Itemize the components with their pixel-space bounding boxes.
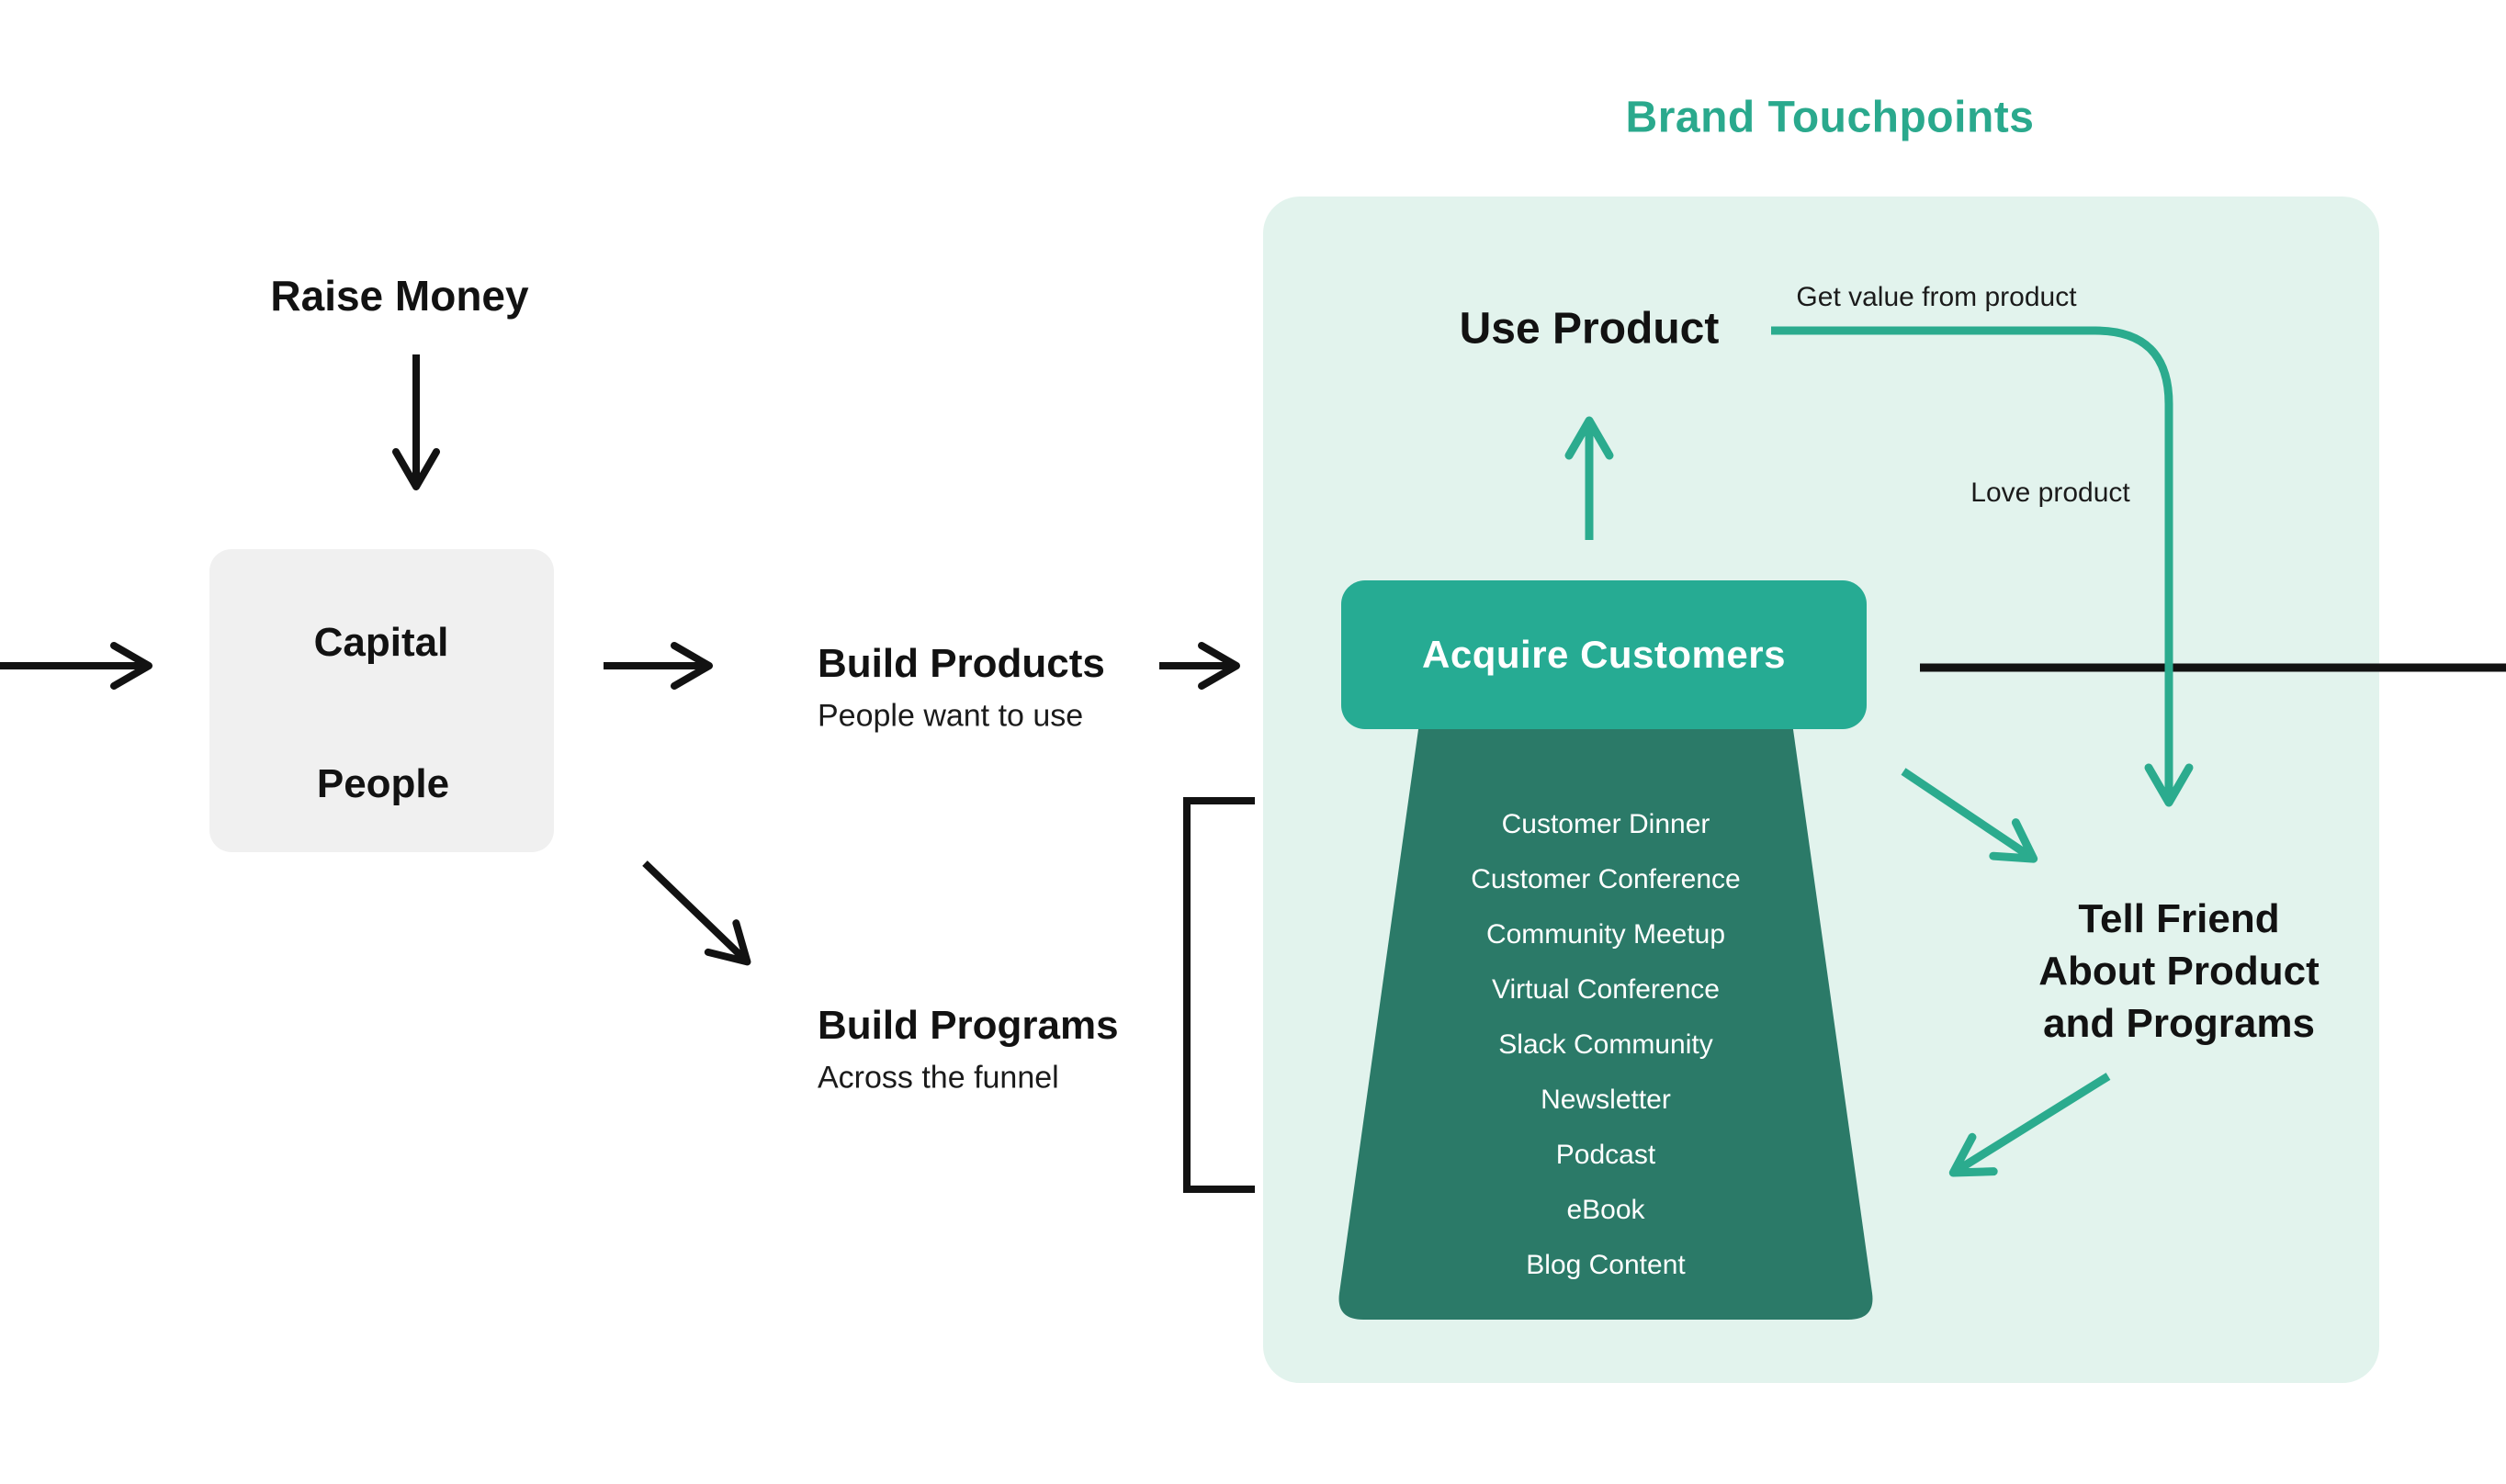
funnel-item: Virtual Conference — [1492, 974, 1720, 1005]
build-programs-title: Build Programs — [818, 1003, 1119, 1048]
get-value-label: Get value from product — [1796, 282, 2077, 312]
acquire-customers-label: Acquire Customers — [1422, 633, 1786, 676]
funnel-item: Podcast — [1555, 1140, 1656, 1170]
arrow-capital-to-build-programs — [642, 860, 751, 966]
arrow-tell-friend-to-funnel — [1948, 1073, 2111, 1177]
funnel-item: Customer Dinner — [1501, 809, 1710, 839]
funnel-item: Blog Content — [1526, 1250, 1686, 1280]
arrow-acquire-to-tell-friend — [1901, 768, 2038, 863]
capital-label: Capital — [313, 620, 449, 665]
tell-friend-block: Tell Friend About Product and Programs — [1949, 893, 2409, 1050]
funnel-item: Newsletter — [1541, 1085, 1671, 1115]
funnel-shape — [1338, 716, 1873, 1320]
tell-friend-line-2: About Product — [2038, 949, 2320, 994]
funnel-item: Slack Community — [1498, 1029, 1713, 1060]
raise-money-label: Raise Money — [270, 272, 529, 320]
acquire-customers-node: Acquire Customers — [1341, 580, 1867, 729]
love-product-label: Love product — [1970, 478, 2130, 508]
arrow-get-value-love-product — [1771, 326, 2194, 807]
tell-friend-line-1: Tell Friend — [2078, 896, 2280, 941]
funnel-item: Customer Conference — [1471, 864, 1741, 894]
brand-touchpoints-title: Brand Touchpoints — [1625, 93, 2035, 142]
tell-friend-line-3: and Programs — [2043, 1001, 2315, 1046]
funnel-item: Community Meetup — [1485, 919, 1726, 950]
build-products-subtitle: People want to use — [818, 698, 1084, 734]
build-products-title: Build Products — [818, 641, 1105, 686]
people-label: People — [316, 761, 450, 806]
capital-people-box — [209, 549, 554, 852]
use-product-label: Use Product — [1459, 304, 1720, 354]
build-programs-subtitle: Across the funnel — [818, 1060, 1059, 1096]
funnel-item: eBook — [1566, 1195, 1645, 1225]
build-programs-funnel-bracket — [1183, 797, 1255, 1193]
